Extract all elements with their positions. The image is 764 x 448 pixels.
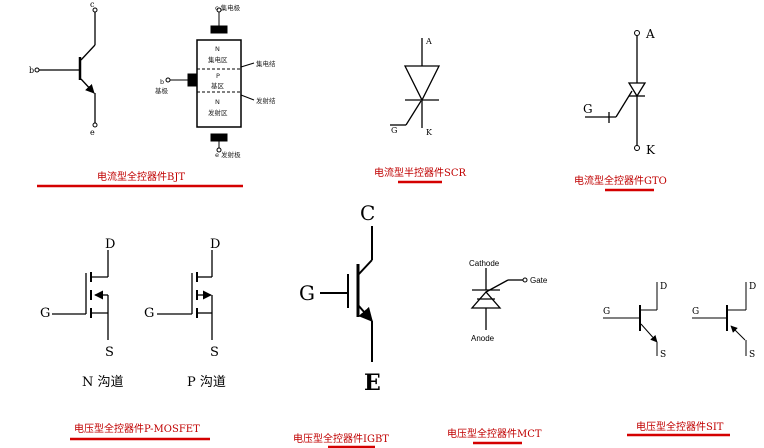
bjt-structure-n-bottom: N [215, 98, 220, 106]
sit-a-symbol [603, 282, 658, 356]
mosfet-n-gate-label: G [40, 306, 50, 321]
mosfet-p-drain-label: D [210, 237, 220, 252]
igbt-collector-label: C [360, 201, 375, 225]
mosfet-caption: 电压型全控器件P-MOSFET [74, 422, 200, 435]
bjt-structure-top-terminal: c 集电极 [215, 3, 241, 12]
bjt-structure-emitter-region: 发射区 [208, 108, 228, 117]
igbt-gate-label: G [299, 281, 315, 305]
bjt-structure-collector-junction: 集电结 [256, 59, 276, 68]
bjt-structure-bottom-terminal: e 发射极 [215, 150, 241, 159]
igbt-symbol [320, 226, 373, 362]
bjt-collector-label: c [90, 0, 95, 9]
mct-gate-label: Gate [530, 276, 548, 285]
mosfet-n-name: N 沟道 [82, 375, 124, 390]
igbt-caption: 电压型全控器件IGBT [293, 432, 389, 445]
mct-cathode-label: Cathode [469, 259, 500, 268]
mosfet-n-drain-label: D [105, 237, 115, 252]
mosfet-p-symbol [157, 250, 213, 340]
gto-caption: 电流型全控器件GTO [574, 174, 667, 187]
sit-a-gate-label: G [603, 307, 610, 317]
mosfet-p-gate-label: G [144, 306, 154, 321]
sit-a-source-label: S [660, 350, 666, 360]
sit-b-source-label: S [749, 350, 755, 360]
bjt-structure-emitter-junction: 发射结 [256, 96, 276, 105]
mct-symbol [470, 268, 523, 330]
gto-anode-label: A [645, 27, 655, 41]
gto-cathode-label: K [646, 143, 656, 157]
sit-b-drain-label: D [749, 282, 756, 292]
bjt-symbol [39, 12, 96, 123]
sit-b-symbol [692, 282, 747, 356]
scr-caption: 电流型半控器件SCR [374, 166, 467, 179]
sit-b-gate-label: G [692, 307, 699, 317]
bjt-structure-base-terminal: b [160, 78, 164, 86]
bjt-caption: 电流型全控器件BJT [97, 170, 185, 183]
sit-a-drain-label: D [660, 282, 667, 292]
mosfet-n-symbol [52, 250, 109, 340]
gto-symbol [585, 36, 647, 146]
bjt-structure-p: P [216, 72, 220, 80]
bjt-emitter-label: e [90, 128, 95, 137]
bjt-structure-base-label: 基极 [155, 86, 169, 95]
bjt-base-label: b [29, 66, 34, 75]
gto-gate-label: G [583, 102, 593, 116]
igbt-emitter-label: E [364, 370, 381, 396]
bjt-structure-n-top: N [215, 45, 220, 53]
sit-caption: 电压型全控器件SIT [636, 420, 724, 433]
bjt-structure-collector-region: 集电区 [208, 55, 228, 64]
scr-symbol [390, 38, 441, 128]
scr-gate-label: G [391, 126, 397, 135]
mosfet-n-source-label: S [105, 345, 114, 360]
mct-anode-label: Anode [471, 334, 495, 343]
scr-cathode-label: K [426, 128, 433, 137]
mosfet-p-name: P 沟道 [187, 375, 226, 390]
bjt-structure-base-region: 基区 [211, 81, 225, 90]
scr-anode-label: A [425, 37, 432, 46]
mosfet-p-source-label: S [210, 345, 219, 360]
bjt-structure [170, 12, 255, 148]
mct-caption: 电压型全控器件MCT [447, 427, 542, 440]
